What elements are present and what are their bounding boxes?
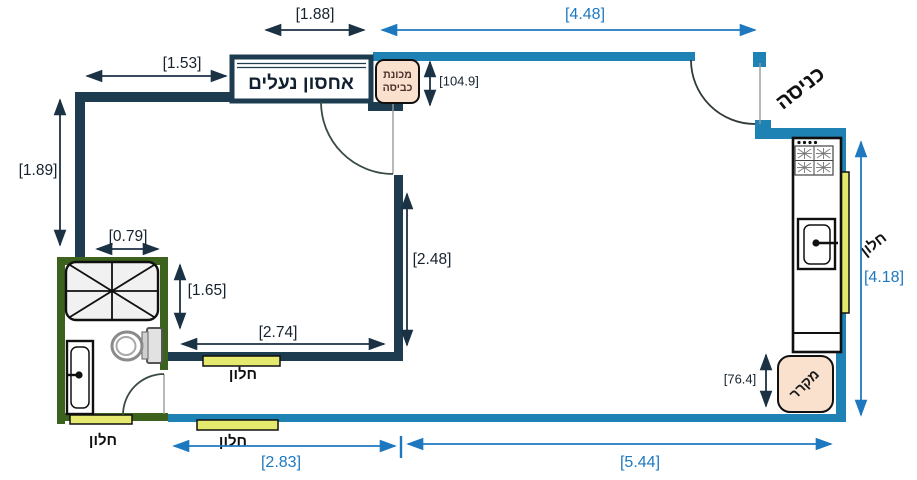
shoe-storage-closet: אחסון נעלים (229, 54, 374, 104)
shower-pattern (66, 262, 158, 320)
window-label-bathroom: חלון (89, 432, 117, 449)
dim-label-right-wall: [4.18] (864, 269, 904, 286)
shoe-storage-label: אחסון נעלים (248, 73, 354, 94)
bathroom-sink (65, 339, 95, 416)
window-bottom (196, 419, 279, 431)
dimension-lines-blue (172, 23, 868, 458)
dim-label-room-right: [2.48] (413, 251, 452, 268)
dim-label-washer-height: [104.9] (439, 73, 479, 88)
inner-walls (75, 92, 403, 361)
wall-bath-right (160, 257, 168, 370)
wall-room-bottom (168, 352, 403, 361)
window-label-bottom: חלון (219, 433, 247, 450)
toilet-bowl-inner (115, 336, 137, 356)
refrigerator: מקרר (777, 355, 834, 413)
dimension-lines-dark (53, 23, 773, 408)
toilet (110, 327, 163, 364)
doors (122, 59, 761, 416)
toilet-tank (146, 327, 163, 364)
bedroom-door-arc (320, 101, 394, 175)
dim-label-bottom-left: [2.83] (261, 454, 301, 471)
wall-entrance-corner (753, 52, 766, 67)
wall-washer-stub (368, 102, 403, 111)
windows (69, 171, 850, 431)
wall-bottom (168, 414, 846, 422)
stove-burners (797, 148, 831, 173)
washing-machine-label-2: כביסה (383, 82, 413, 94)
window-label-kitchen: חלון (857, 229, 890, 260)
dim-label-bottom-right: [5.44] (620, 454, 660, 471)
dim-label-shower-width: [0.79] (109, 228, 148, 245)
window-room (202, 355, 281, 367)
wall-bedroom-top (75, 92, 232, 102)
entrance-door-arc (690, 59, 756, 125)
wall-topright-band (755, 128, 846, 139)
refrigerator-box (777, 355, 834, 413)
shoe-storage-box (229, 54, 374, 104)
dim-label-storage-width: [1.88] (296, 6, 335, 23)
bath-sink-faucet (75, 371, 83, 379)
wall-bedroom-left (75, 92, 85, 258)
shower (64, 260, 160, 322)
stove (794, 140, 834, 176)
washing-machine-label-1: מכונת (383, 69, 412, 81)
wall-room-right (394, 175, 403, 360)
dim-label-bedroom-left: [1.89] (19, 162, 58, 179)
dim-label-bedroom-top: [1.53] (163, 55, 202, 72)
entrance-label: כניסה (772, 62, 830, 114)
dim-label-hall-top: [4.48] (565, 6, 605, 23)
kitchen-sink (796, 217, 838, 271)
washing-machine: מכונת כביסה (375, 59, 420, 104)
dim-label-bath-side: [1.65] (188, 282, 227, 299)
wall-top-hall (373, 52, 695, 61)
window-bathroom (69, 414, 133, 425)
window-label-room: חלון (229, 366, 257, 383)
washing-machine-box (375, 59, 420, 104)
dim-label-fridge-height: [76.4] (724, 371, 757, 386)
dim-label-room-bottom: [2.74] (259, 324, 298, 341)
kitchen-sink-faucet (812, 239, 820, 247)
wall-bath-left (57, 257, 65, 424)
bathroom-door-arc (122, 373, 165, 416)
stove-knobs (797, 140, 818, 145)
